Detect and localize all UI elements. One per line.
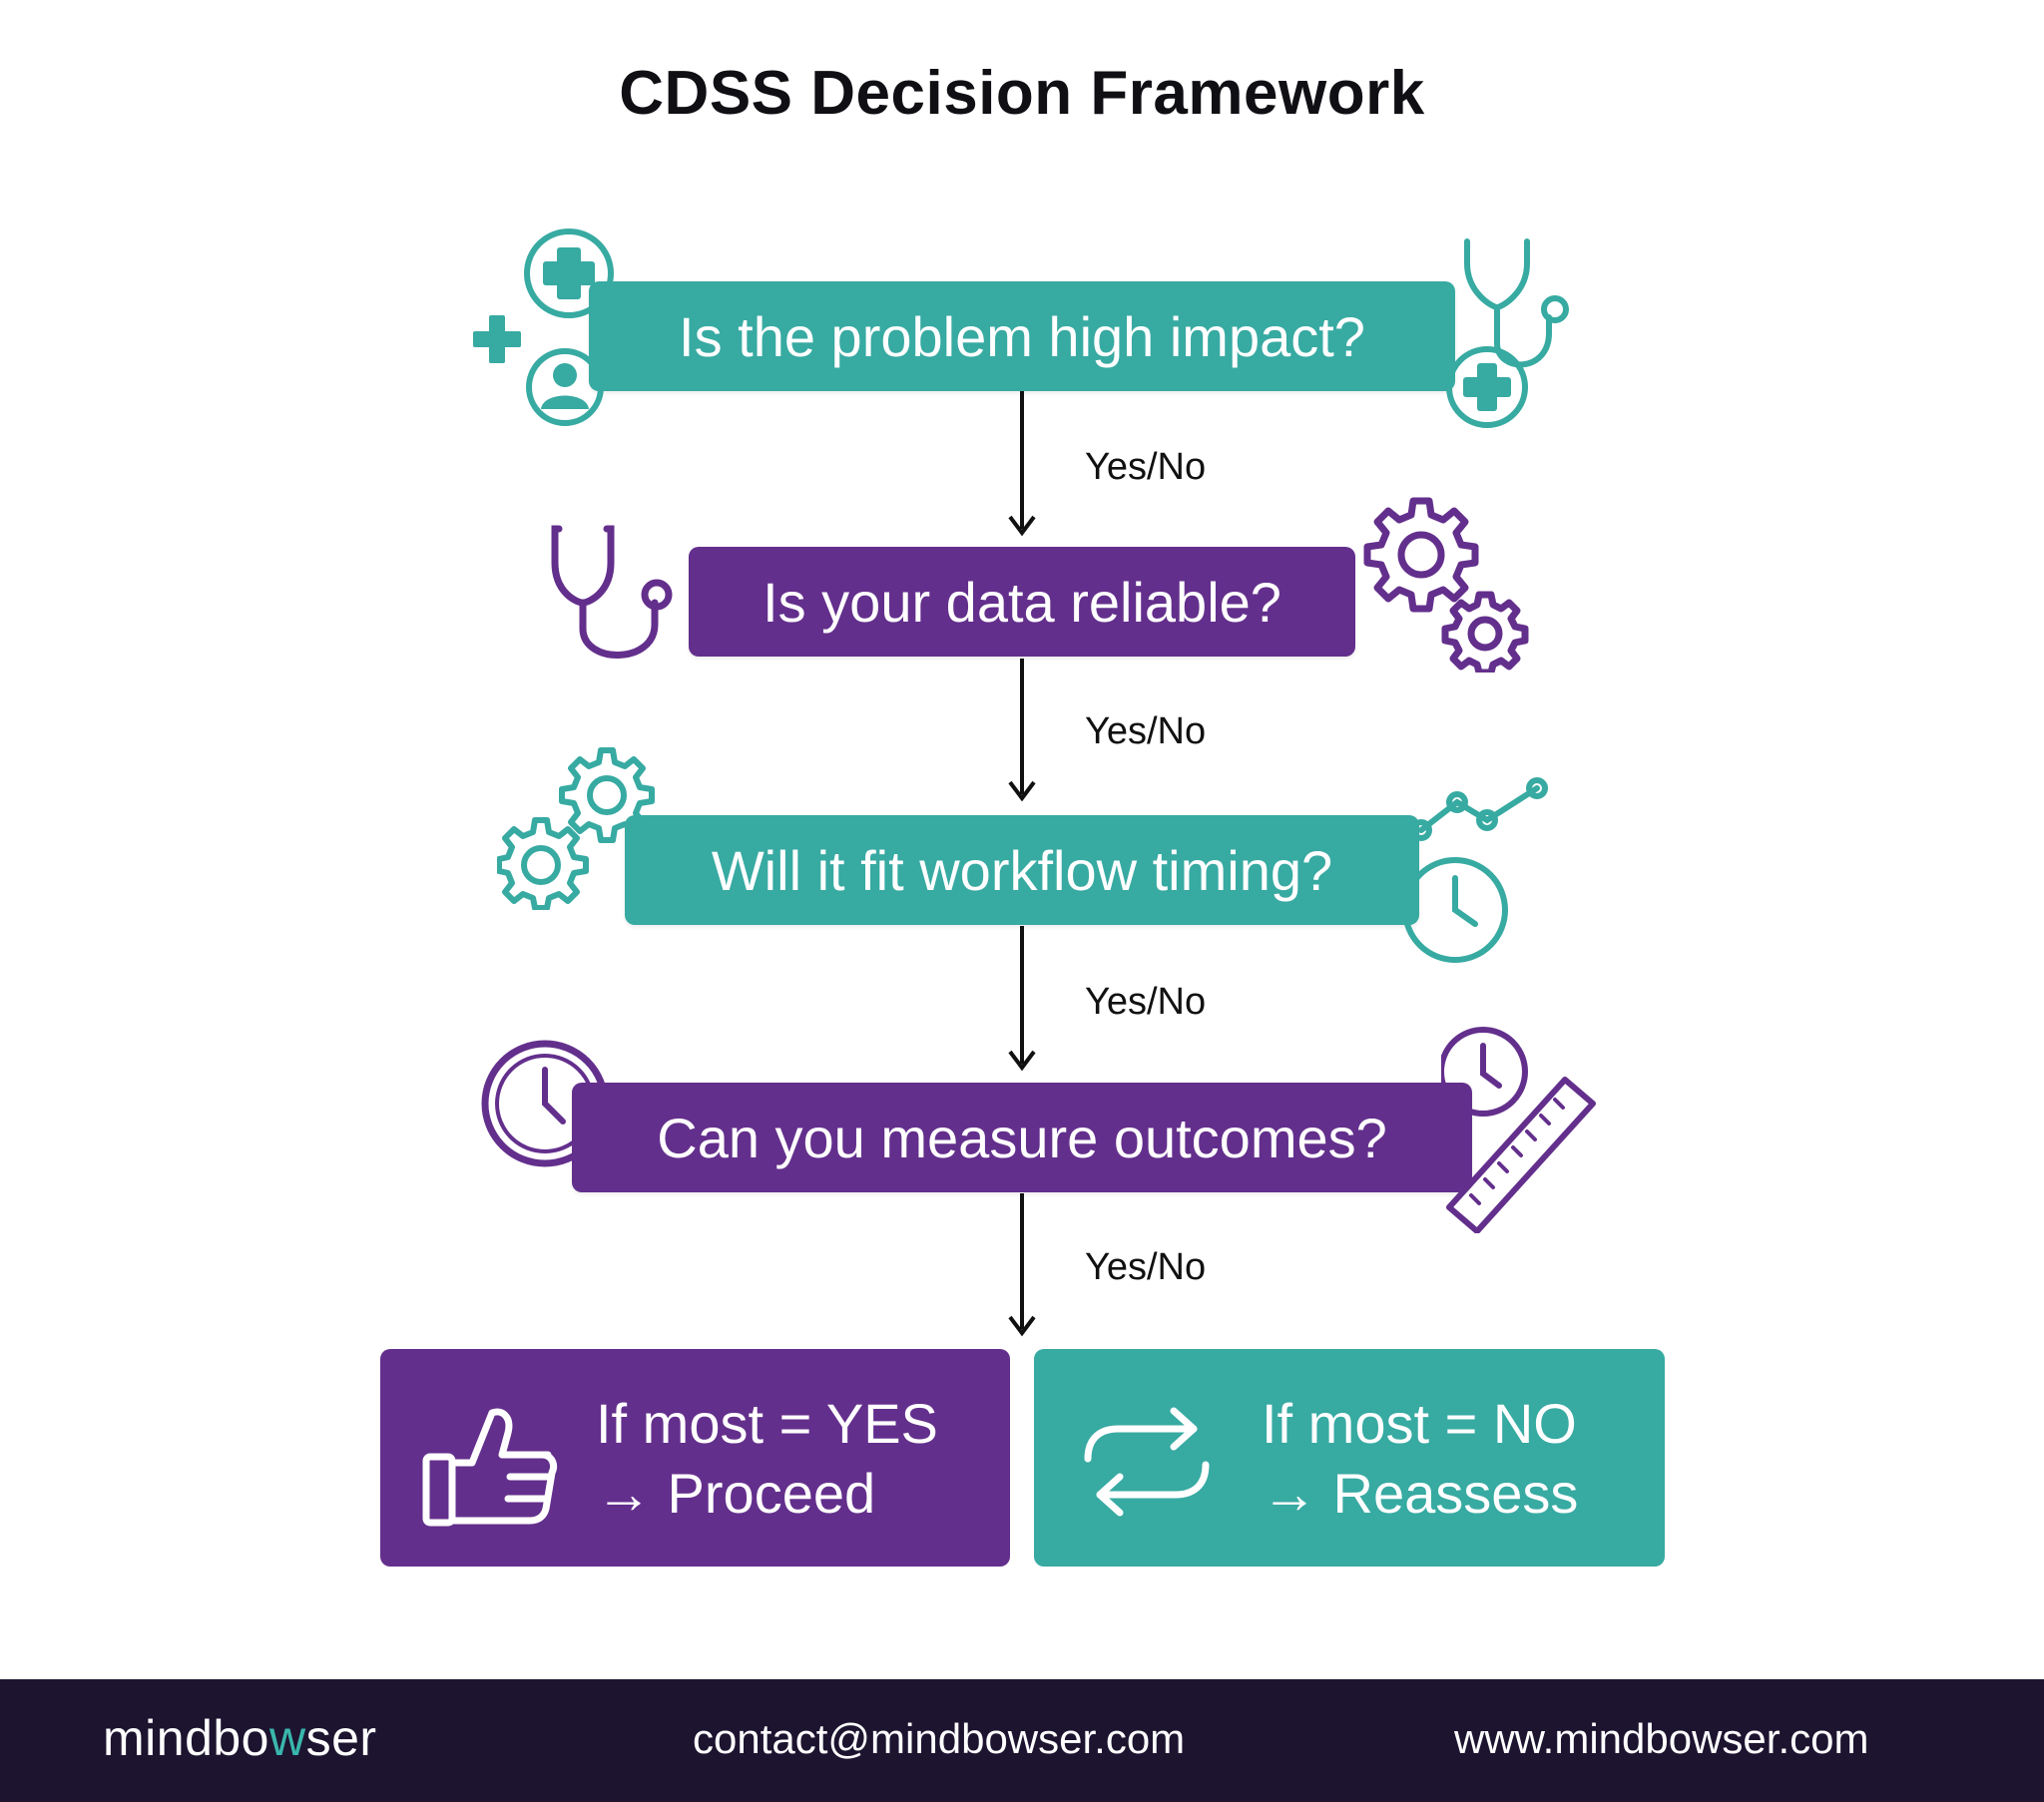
repeat-arrows-icon: [1084, 1407, 1210, 1517]
question-box-1: Is the problem high impact?: [589, 281, 1455, 391]
website-link[interactable]: www.mindbowser.com: [1454, 1715, 1869, 1762]
question-box-4: Can you measure outcomes?: [572, 1083, 1472, 1192]
decision-flowchart: Is the problem high impact? Is your data…: [380, 228, 1665, 1567]
contact-email-link[interactable]: contact@mindbowser.com: [693, 1715, 1186, 1762]
question-text-2: Is your data reliable?: [763, 570, 1281, 634]
stethoscope-icon: [551, 525, 673, 659]
gears-icon: [1363, 497, 1529, 673]
edge-label-4: Yes/No: [1085, 1246, 1207, 1288]
medical-plus-cluster-icon: [473, 228, 614, 426]
edge-label-3: Yes/No: [1085, 981, 1207, 1023]
chart-clock-icon: [1402, 777, 1548, 963]
clock-ruler-icon: [1441, 1027, 1596, 1233]
question-box-2: Is your data reliable?: [689, 547, 1355, 657]
result-yes-line1: If most = YES: [596, 1392, 938, 1455]
result-no-line1: If most = NO: [1262, 1392, 1577, 1455]
edge-label-1: Yes/No: [1085, 446, 1207, 488]
question-text-4: Can you measure outcomes?: [657, 1106, 1387, 1169]
brand-logo: mindbowser: [103, 1710, 377, 1766]
page-title: CDSS Decision Framework: [619, 59, 1425, 128]
question-text-1: Is the problem high impact?: [679, 304, 1365, 368]
result-no-box: If most = NO → Reassess: [1034, 1349, 1665, 1567]
clock-icon: [481, 1040, 609, 1167]
result-yes-box: If most = YES → Proceed: [380, 1349, 1010, 1567]
result-yes-line2: → Proceed: [596, 1462, 876, 1525]
connector-arrows: [1008, 391, 1036, 1337]
footer-bar: mindbowser contact@mindbowser.com www.mi…: [0, 1679, 2044, 1802]
gears-icon-teal: [497, 747, 655, 910]
edge-label-2: Yes/No: [1085, 710, 1207, 752]
stethoscope-plus-icon: [1446, 238, 1569, 428]
question-box-3: Will it fit workflow timing?: [625, 815, 1419, 925]
thumbs-up-icon: [422, 1408, 558, 1527]
question-text-3: Will it fit workflow timing?: [711, 838, 1333, 902]
result-no-line2: → Reassess: [1262, 1462, 1579, 1525]
